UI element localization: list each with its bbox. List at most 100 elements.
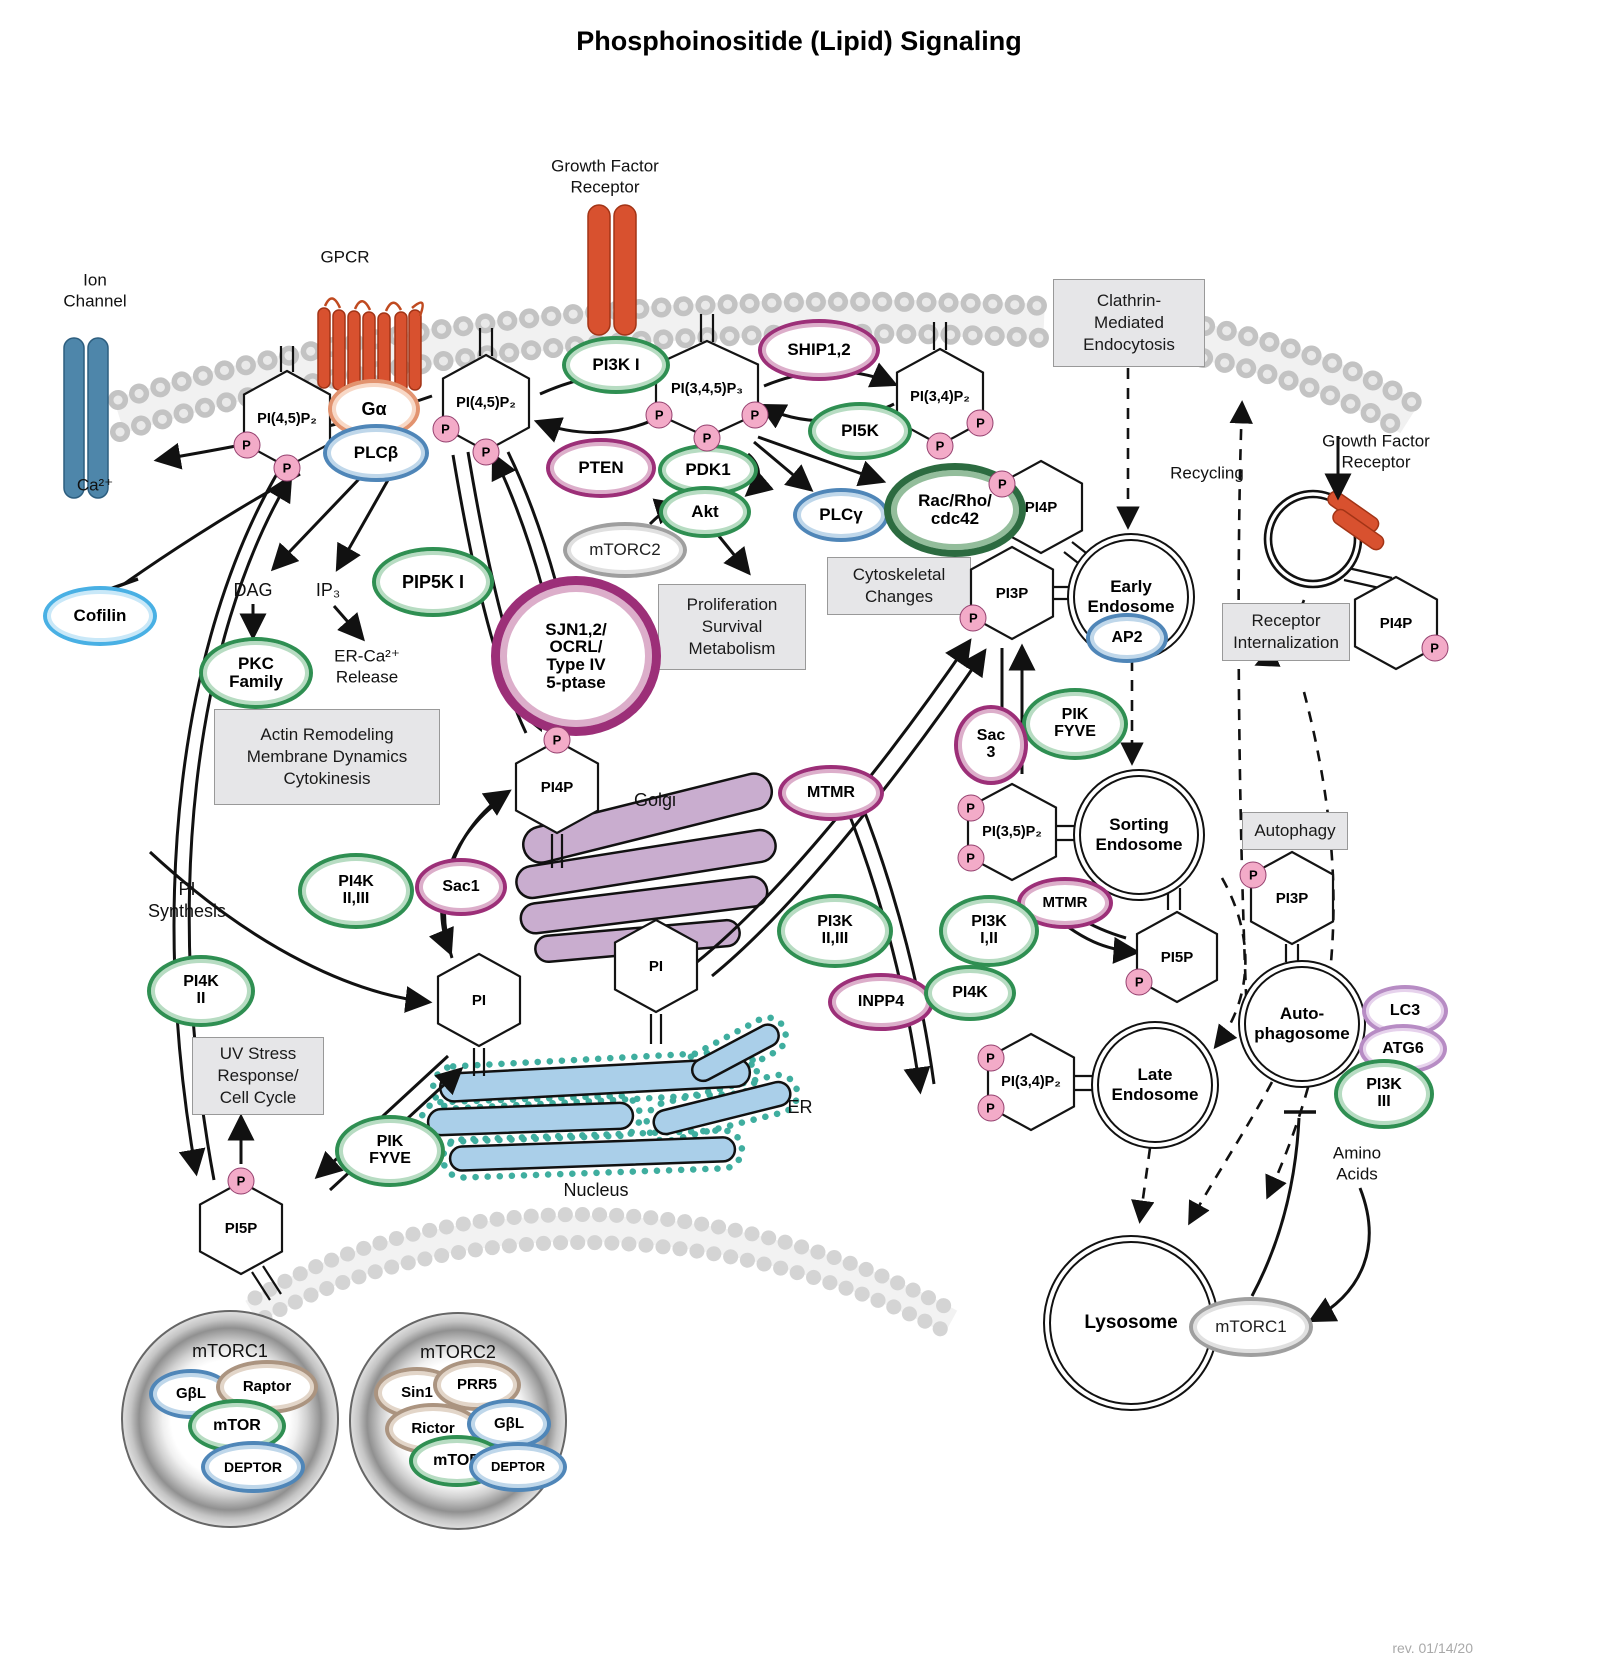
organelle-autoph: Auto-phagosome <box>1238 960 1366 1088</box>
lipid-label: PI(4,5)P₂ <box>257 411 317 427</box>
text-line: PIK <box>376 1133 404 1151</box>
lipid-label: PI(3,5)P₂ <box>982 824 1042 840</box>
text-line: Raptor <box>242 1378 292 1396</box>
ellipse-pi5k: PI5K <box>808 402 912 460</box>
phosphate-badge: P <box>988 470 1016 497</box>
text-line: AP2 <box>1111 628 1143 646</box>
text-line: Proliferation <box>686 594 778 614</box>
text-line: Cytokinesis <box>283 769 371 789</box>
phosphate-badge: P <box>957 794 985 821</box>
text-line: ER-Ca²⁺ <box>334 646 400 666</box>
text-line: Release <box>335 667 399 686</box>
phosphate-badge: P <box>432 415 460 443</box>
ellipse-ap2: AP2 <box>1086 613 1168 663</box>
text-line: Mediated <box>1094 312 1164 332</box>
hexagon-shape <box>1135 910 1219 1004</box>
ellipse-ship: SHIP1,2 <box>758 319 880 381</box>
phosphate-badge: P <box>273 454 301 482</box>
ellipse-mtorc2e: mTORC2 <box>563 522 687 578</box>
text-line: PI3K <box>1366 1076 1402 1094</box>
lipid-label: PI4P <box>1379 614 1413 632</box>
text-line: mTORC2 <box>589 540 661 560</box>
label-ca: Ca²⁺ <box>77 476 113 497</box>
text-line: PLCβ <box>353 443 399 463</box>
ellipse-pip5k1: PIP5K I <box>372 547 494 617</box>
ellipse-pi4k: PI4K <box>924 965 1016 1021</box>
phosphate-badge: P <box>693 424 721 452</box>
text-line: Response/ <box>217 1065 299 1085</box>
text-line: PRR5 <box>456 1376 497 1394</box>
text-line: Receptor <box>570 177 640 196</box>
text-line: MTMR <box>1042 894 1088 912</box>
text-line: PI4K <box>952 983 988 1001</box>
text-line: PI3K <box>817 913 853 931</box>
text-line: Clathrin- <box>1096 290 1162 310</box>
text-line: Gα <box>361 398 387 419</box>
text-line: UV Stress <box>219 1043 297 1063</box>
gpcr-icon <box>317 297 424 402</box>
text-line: Endocytosis <box>1083 335 1175 355</box>
text-line: 5-ptase <box>546 672 606 692</box>
text-line: SJN1,2/ <box>545 619 607 639</box>
ellipse-plcb: PLCβ <box>323 424 429 482</box>
lipid-label: PI(3,4,5)P₃ <box>671 381 743 397</box>
label-recycling: Recycling <box>1170 464 1244 485</box>
text-line: PI4K <box>338 873 374 891</box>
text-line: OCRL/ <box>549 637 603 657</box>
ellipse-pi3k-i: PI3K I <box>562 336 670 394</box>
text-line: mTOR <box>433 1451 481 1469</box>
label-mtorc2-c: mTORC2 <box>420 1342 496 1364</box>
plasma-membrane-icon <box>108 291 1422 444</box>
ellipse-deptor1: DEPTOR <box>201 1441 305 1493</box>
text-line: DEPTOR <box>223 1458 283 1475</box>
text-line: INPP4 <box>857 992 905 1010</box>
text-line: mTORC2 <box>420 1342 496 1363</box>
text-line: cdc42 <box>930 509 980 528</box>
text-line: Receptor <box>1251 610 1321 630</box>
ellipse-cofilin: Cofilin <box>43 586 157 646</box>
text-line: ER <box>787 1097 813 1118</box>
label-golgi: Golgi <box>634 790 676 812</box>
text-line: Growth Factor <box>1322 431 1430 451</box>
hexagon-shape <box>613 918 699 1014</box>
text-line: Internalization <box>1233 633 1339 652</box>
text-line: Recycling <box>1170 463 1244 483</box>
text-line: Survival <box>701 616 763 636</box>
text-line: Early <box>1110 577 1152 597</box>
phosphate-badge: P <box>741 401 769 429</box>
text-line: Akt <box>691 502 719 522</box>
golgi-icon <box>515 772 777 964</box>
phosphate-badge: P <box>977 1094 1005 1122</box>
text-line: Family <box>229 672 283 691</box>
text-line: Acids <box>1336 1164 1378 1183</box>
text-line: III <box>1377 1093 1391 1110</box>
text-line: Growth Factor <box>551 156 659 176</box>
ellipse-plcg: PLCγ <box>793 488 889 542</box>
text-line: GPCR <box>320 247 370 267</box>
text-line: Late <box>1137 1065 1173 1085</box>
text-line: mTORC1 <box>1215 1317 1287 1337</box>
text-line: Rictor <box>411 1420 455 1438</box>
ellipse-mtmr1: MTMR <box>778 765 884 821</box>
